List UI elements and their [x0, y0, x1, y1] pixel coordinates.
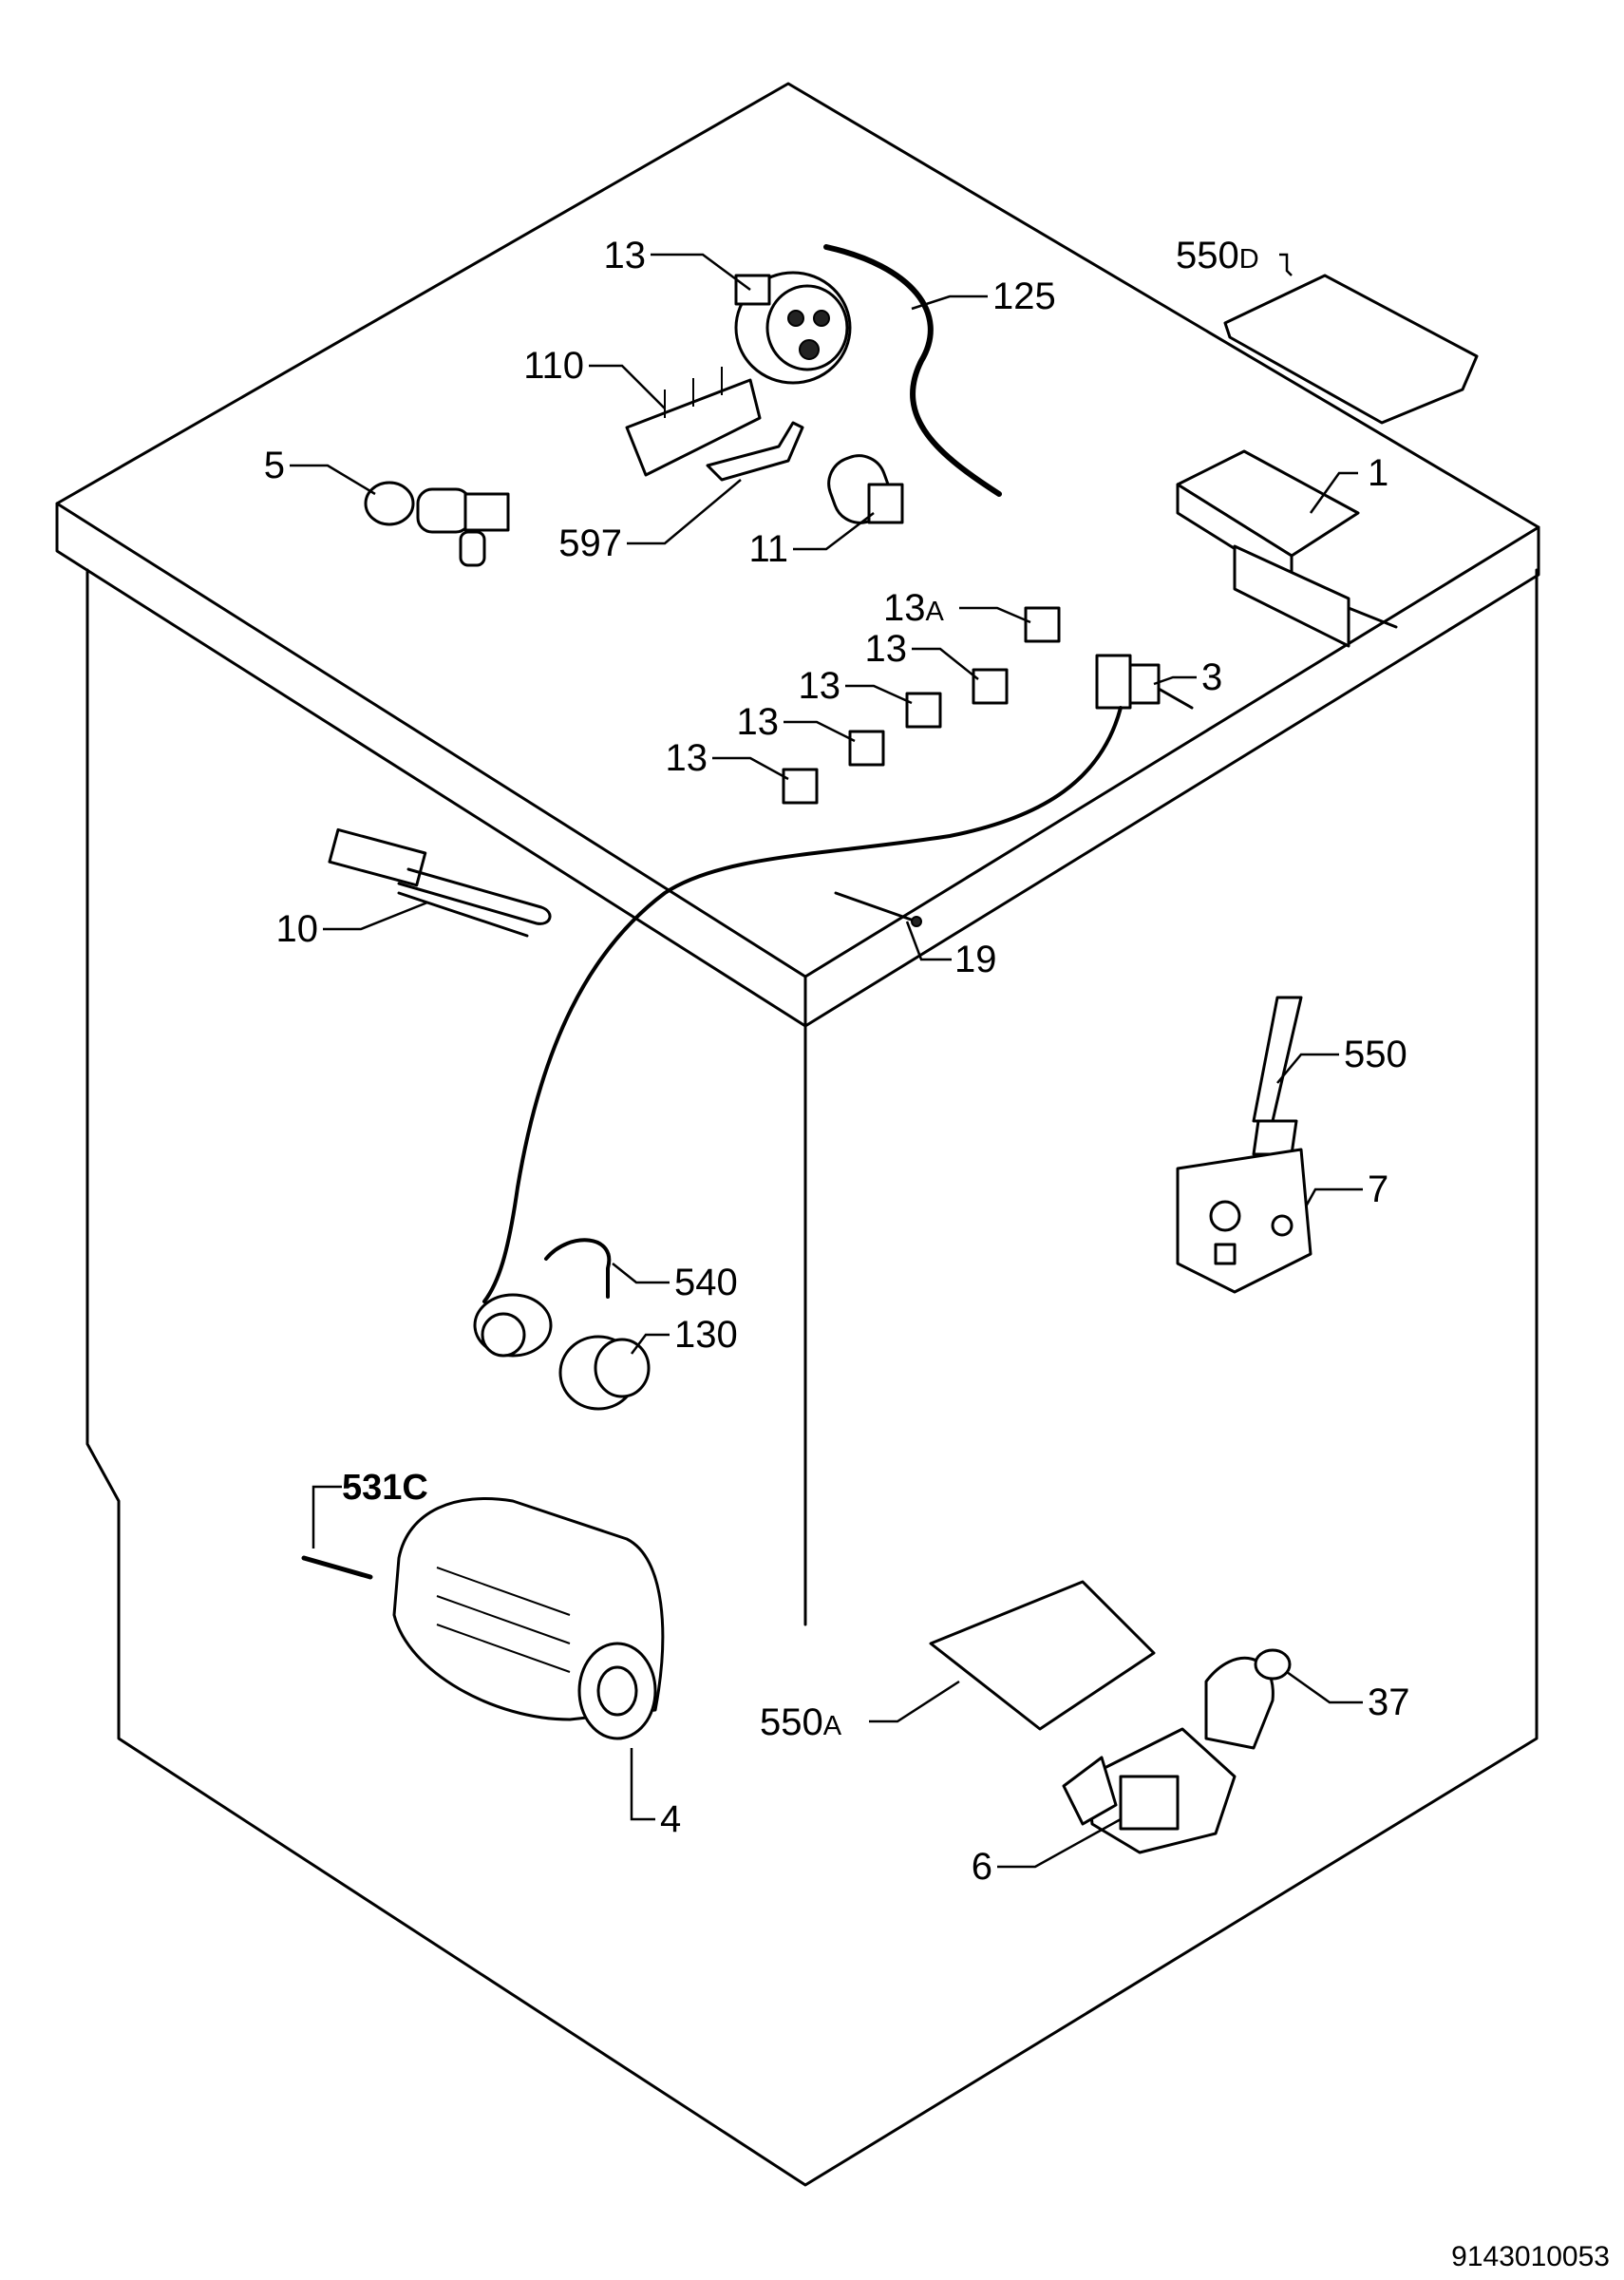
- callout-550a: 550A: [760, 1701, 842, 1743]
- callout-550a-suffix: A: [823, 1711, 842, 1741]
- callout-3: 3: [1201, 656, 1222, 698]
- callout-550a-number: 550: [760, 1701, 823, 1743]
- callout-550d-number: 550: [1176, 235, 1239, 276]
- wiring-harness: [482, 706, 1123, 1303]
- callout-13: 13: [737, 701, 780, 743]
- callout-4: 4: [660, 1798, 681, 1840]
- callout-110: 125: [992, 276, 1056, 317]
- part-37-terminal-block: [625, 367, 762, 477]
- part-540-clamp: [544, 1238, 612, 1299]
- callout-37: 110: [523, 345, 584, 387]
- callout-12: 13: [604, 235, 647, 276]
- part-5-valve: [364, 481, 510, 567]
- harness-grommet: [473, 1293, 553, 1358]
- document-number: 9143010053: [1451, 2241, 1610, 2272]
- callout-13a-suffix: A: [926, 597, 945, 627]
- callout-531c: 531C: [342, 1468, 428, 1508]
- callout-13: 13: [865, 628, 908, 670]
- callout-1: 1: [1368, 452, 1388, 494]
- callout-125b: 37: [1368, 1682, 1410, 1723]
- part-4-motor: [301, 1497, 665, 1740]
- callout-130: 130: [674, 1314, 738, 1356]
- leader-lines: [290, 253, 1363, 1869]
- callout-125b-number: 37: [1368, 1682, 1410, 1723]
- callout-550d: 550D: [1176, 235, 1259, 276]
- callout-5: 5: [264, 445, 285, 486]
- part-125b-ring: [1254, 1648, 1292, 1681]
- callout-597: 597: [558, 522, 622, 564]
- cabinet-outline: [55, 82, 1540, 2187]
- part-550a-cover: [929, 1580, 1156, 1731]
- callout-13a-number: 13: [883, 587, 926, 629]
- part-3-switch: [1095, 654, 1194, 710]
- part-13-connectors: [782, 606, 1061, 805]
- callout-13: 13: [799, 665, 841, 707]
- callout-11: 11: [748, 528, 788, 570]
- callout-13a: 13A: [883, 587, 945, 629]
- callout-550d-suffix: D: [1239, 244, 1259, 275]
- part-110-hose: [823, 244, 1002, 497]
- part-7-door-lock: [1176, 1148, 1312, 1294]
- callout-13: 13: [666, 737, 708, 779]
- part-1-programmer: [1176, 449, 1398, 648]
- callout-labels: 13 125 110 5 597 11 550D 1 13A 13 13 13 …: [264, 235, 1410, 1888]
- callout-6: 6: [972, 1846, 992, 1888]
- callout-540: 540: [674, 1262, 738, 1303]
- part-19-sensor: [834, 891, 922, 927]
- part-597-clip: [706, 421, 804, 482]
- part-10-heater: [328, 827, 552, 938]
- part-11-capacitor: [827, 454, 904, 524]
- callout-550: 550: [1344, 1034, 1407, 1075]
- part-12-pressure-switch: [734, 271, 852, 385]
- callout-7: 7: [1368, 1168, 1388, 1210]
- part-550-bracket: [1252, 996, 1303, 1156]
- part-550d-cover: [1223, 274, 1479, 425]
- callout-10: 10: [276, 908, 319, 950]
- part-130-seal: [558, 1335, 651, 1411]
- callout-19: 19: [954, 939, 997, 980]
